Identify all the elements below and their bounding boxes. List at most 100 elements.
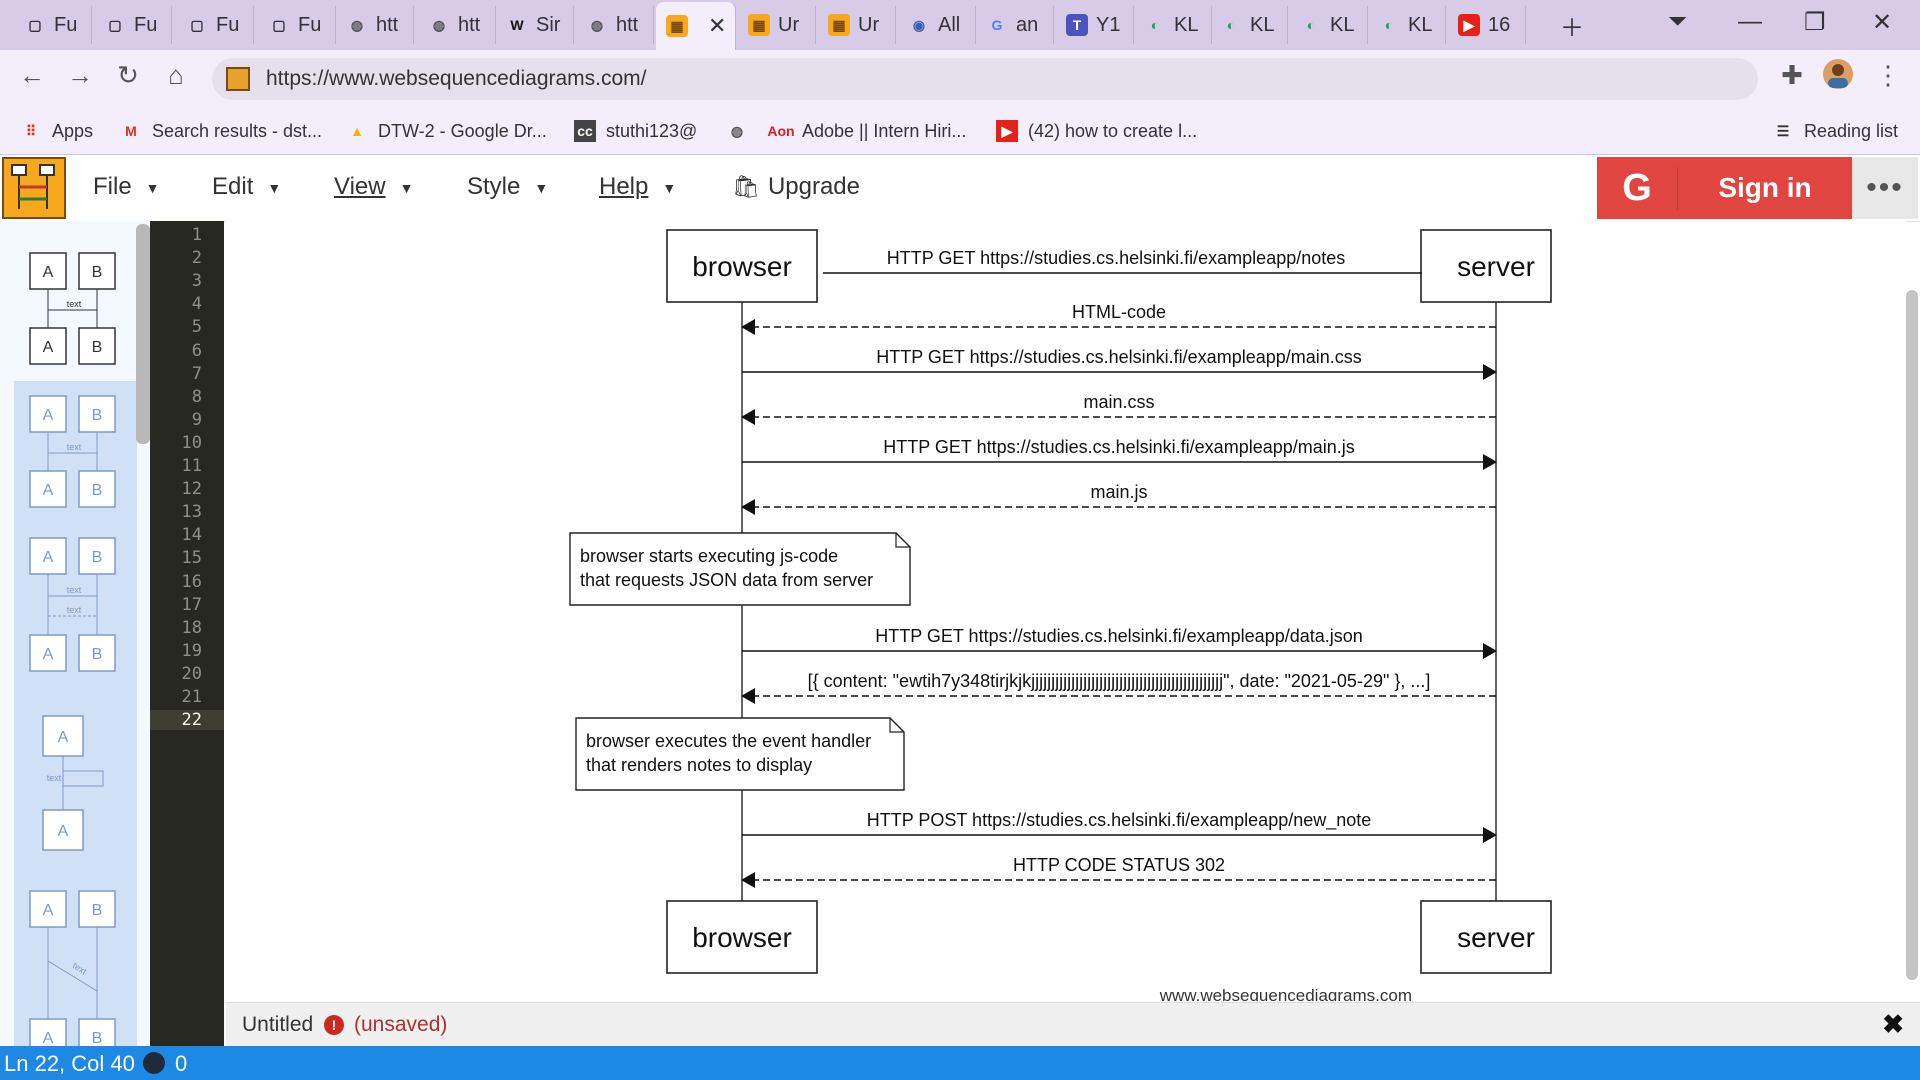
- template-box-label: A: [58, 823, 69, 840]
- browser-tab[interactable]: ▢Fu: [14, 6, 92, 44]
- status-count: 0: [175, 1051, 188, 1076]
- template-box: [29, 890, 67, 928]
- bookmark-item[interactable]: ⠿Apps: [20, 116, 93, 146]
- status-bar: Ln 22, Col 40 0: [0, 1046, 1920, 1080]
- template-box-label: B: [92, 407, 103, 424]
- address-bar[interactable]: https://www.websequencediagrams.com/: [212, 58, 1758, 100]
- browser-tab[interactable]: ◐KL: [1134, 6, 1212, 44]
- message-label: main.css: [1083, 392, 1154, 412]
- bookmark-item[interactable]: ▲DTW-2 - Google Dr...: [346, 116, 547, 146]
- browser-tab[interactable]: ◐KL: [1290, 6, 1368, 44]
- tab-close-icon[interactable]: ✕: [708, 13, 727, 38]
- browser-tab[interactable]: ▢Fu: [176, 6, 254, 44]
- document-name[interactable]: Untitled: [242, 1013, 314, 1036]
- line-number: 15: [181, 548, 202, 569]
- reading-list-button[interactable]: ☰ Reading list: [1772, 116, 1898, 146]
- participant-server-bottom-label: server: [1457, 922, 1535, 953]
- diagram-scrollbar[interactable]: [1906, 290, 1918, 980]
- browser-tab[interactable]: ▶16: [1448, 6, 1526, 44]
- message-label: HTTP GET https://studies.cs.helsinki.fi/…: [883, 437, 1355, 457]
- tab-search-icon[interactable]: ⏷: [1668, 8, 1688, 35]
- restore-icon[interactable]: ❐: [1804, 9, 1826, 36]
- participant-browser-box: [666, 229, 818, 303]
- menu-style[interactable]: Style▼: [467, 173, 549, 200]
- bookmark-item[interactable]: ▶(42) how to create l...: [996, 116, 1197, 146]
- browser-tab[interactable]: ◉All: [898, 6, 976, 44]
- line-number: 12: [181, 479, 202, 500]
- caret-down-icon: ▼: [145, 179, 160, 196]
- template-message-label: text: [67, 605, 82, 615]
- browser-tab[interactable]: ◍htt: [336, 6, 414, 44]
- template-message-label: text: [67, 442, 82, 452]
- browser-tab[interactable]: ▦Ur: [818, 6, 896, 44]
- new-tab-button[interactable]: ＋: [1560, 15, 1584, 42]
- websequencediagrams-icon: ▦: [666, 15, 688, 37]
- tab-title: Ur: [778, 13, 800, 36]
- app-menubar: File▼ Edit▼ View▼ Style▼ Help▼ 🛍Upgrade G Si…: [0, 155, 1920, 222]
- browser-tab[interactable]: ▢Fu: [258, 6, 336, 44]
- page-icon: ▢: [28, 16, 42, 33]
- google-drive-icon: ▲: [350, 123, 364, 139]
- sign-in-button[interactable]: G Sign in: [1597, 157, 1852, 219]
- templates-scrollbar[interactable]: [136, 224, 150, 444]
- websequencediagrams-logo[interactable]: [2, 157, 66, 219]
- template-box-label: B: [92, 1030, 103, 1046]
- extensions-puzzle-icon[interactable]: ✚: [1781, 60, 1803, 90]
- menu-view[interactable]: View▼: [334, 173, 414, 200]
- browser-menu-kebab-icon[interactable]: ⋮: [1875, 60, 1901, 90]
- browser-tab[interactable]: ▦✕: [656, 2, 736, 50]
- close-document-icon[interactable]: ✖: [1882, 1009, 1904, 1039]
- template-box: [29, 470, 67, 508]
- menu-help[interactable]: Help▼: [599, 173, 677, 200]
- browser-tab[interactable]: ▢Fu: [94, 6, 172, 44]
- browser-tab[interactable]: ◍htt: [418, 6, 496, 44]
- browser-toolbar: ← → ↻ ⌂ https://www.websequencediagrams.…: [0, 50, 1920, 108]
- template-box-label: B: [92, 902, 103, 919]
- window-close-icon[interactable]: ✕: [1872, 9, 1893, 36]
- minimize-icon[interactable]: —: [1738, 8, 1762, 35]
- google-g-icon: G: [1597, 166, 1678, 210]
- note-text: browser starts executing js-code: [580, 546, 838, 566]
- line-number: 6: [191, 340, 202, 361]
- browser-tab[interactable]: ◐KL: [1210, 6, 1288, 44]
- message-label: HTTP POST https://studies.cs.helsinki.fi…: [867, 810, 1372, 831]
- reload-icon[interactable]: ↻: [117, 60, 139, 90]
- bookmark-label: Apps: [52, 120, 94, 141]
- message-label: HTML-code: [1072, 302, 1166, 322]
- menu-edit[interactable]: Edit▼: [212, 173, 282, 200]
- bookmark-item[interactable]: ◍: [726, 116, 758, 146]
- caret-down-icon: ▼: [399, 179, 414, 196]
- bookmark-label: Search results - dst...: [152, 120, 323, 141]
- profile-avatar[interactable]: [1820, 58, 1856, 97]
- upgrade-button[interactable]: 🛍Upgrade: [732, 173, 860, 200]
- more-options-button[interactable]: •••: [1852, 157, 1918, 219]
- template-box-label: B: [92, 549, 103, 566]
- back-arrow-icon[interactable]: ←: [19, 60, 45, 90]
- tab-title: Ur: [858, 13, 880, 36]
- tab-title: Fu: [298, 13, 322, 36]
- menu-file[interactable]: File▼: [93, 173, 160, 200]
- browser-tab[interactable]: ◍htt: [576, 6, 654, 44]
- browser-tab[interactable]: ◐KL: [1368, 6, 1446, 44]
- websequencediagrams-icon: ▦: [748, 14, 770, 36]
- status-dot-icon: [143, 1052, 165, 1074]
- template-message-label: text: [67, 299, 82, 309]
- tab-title: 16: [1488, 13, 1511, 36]
- forward-arrow-icon[interactable]: →: [67, 60, 93, 90]
- home-icon[interactable]: ⌂: [168, 60, 184, 90]
- browser-tab[interactable]: ▦ Ur: [738, 6, 816, 44]
